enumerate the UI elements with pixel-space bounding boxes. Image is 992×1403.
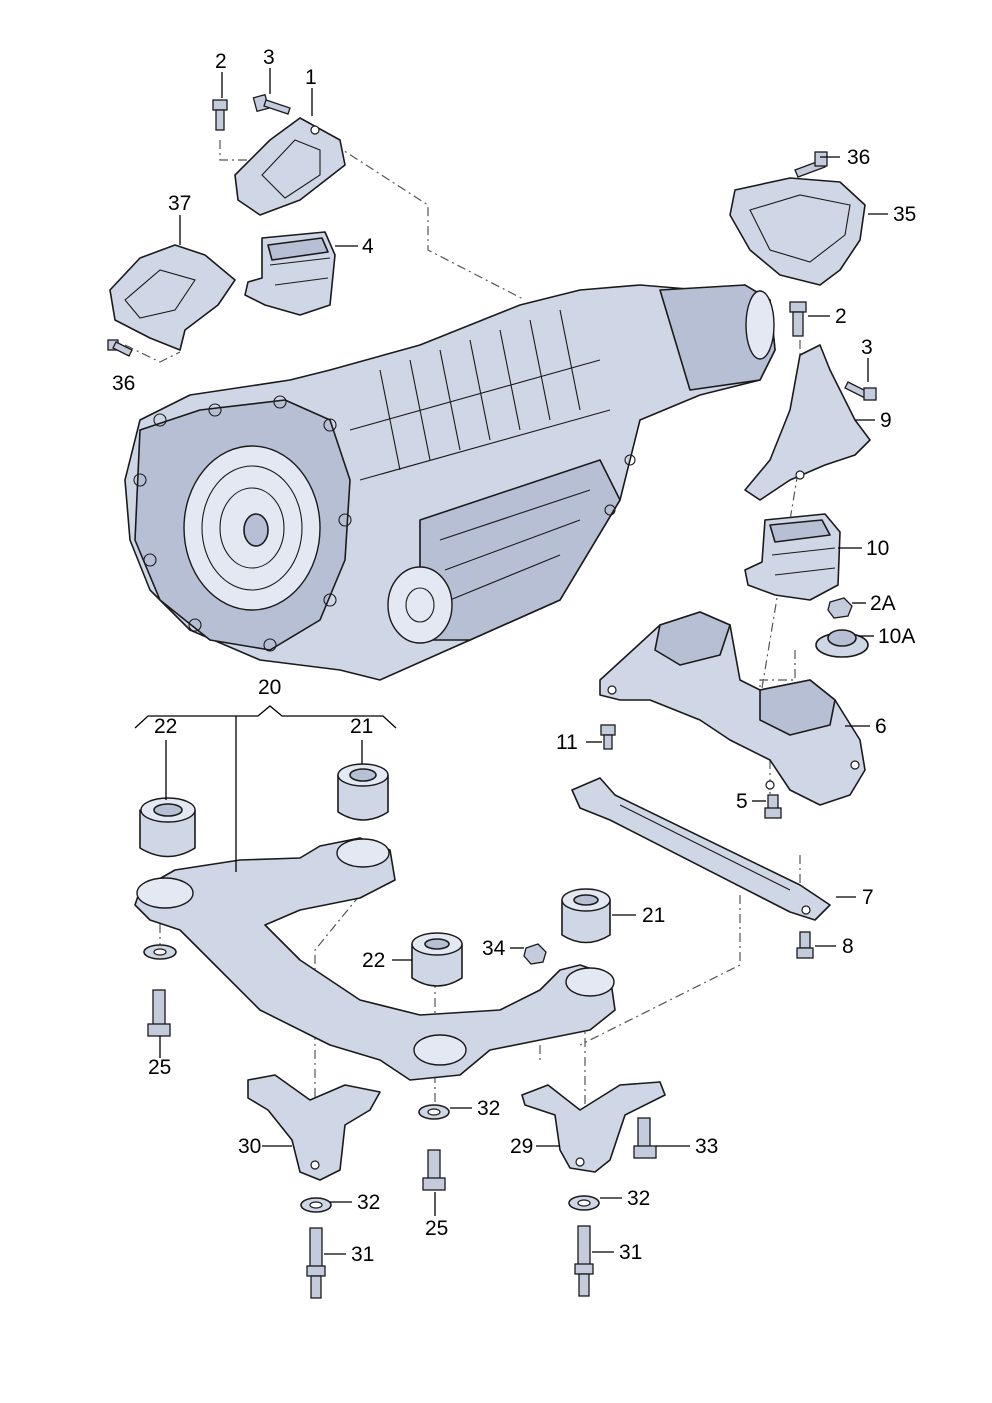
label-37: 37 (168, 192, 191, 215)
part-10-mount (744, 513, 841, 601)
label-34: 34 (482, 937, 506, 960)
part-20-subframe (134, 837, 616, 1081)
leader-lines (134, 68, 888, 1255)
label-33: 33 (695, 1135, 718, 1158)
part-30-bracket (247, 1074, 381, 1181)
bushing-22-mid (411, 932, 463, 987)
part-4-mount (244, 231, 336, 316)
transmission-assembly (124, 284, 776, 681)
label-6: 6 (875, 715, 887, 738)
nut-2A (827, 597, 853, 619)
label-21-top: 21 (350, 715, 373, 738)
bushing-22-top (139, 797, 196, 858)
label-31-right: 31 (619, 1241, 642, 1264)
washer-32-br (568, 1195, 600, 1211)
bolt-3-top (252, 93, 291, 115)
label-5: 5 (736, 790, 748, 813)
part-37-heat-shield (109, 244, 236, 351)
bushing-21-top (337, 763, 389, 821)
bolt-25-mid (422, 1149, 446, 1191)
label-21-mid: 21 (642, 904, 665, 927)
label-25-left: 25 (148, 1056, 171, 1079)
bolt-2-right (789, 301, 807, 337)
nut-34 (523, 943, 547, 965)
label-11: 11 (556, 731, 578, 754)
label-2A: 2A (870, 592, 896, 615)
label-10: 10 (866, 537, 889, 560)
part-1-bracket (234, 117, 346, 216)
label-32-mid: 32 (477, 1097, 500, 1120)
label-7: 7 (862, 886, 874, 909)
bolt-31-right (574, 1225, 594, 1297)
label-36-left: 36 (112, 372, 135, 395)
part-6-crossmember (599, 611, 866, 806)
label-25-mid: 25 (425, 1217, 448, 1240)
bolt-33 (633, 1117, 657, 1159)
label-31-left: 31 (351, 1243, 374, 1266)
bolt-31-left (306, 1227, 326, 1299)
label-4: 4 (362, 235, 374, 258)
washer-32-bl (300, 1197, 332, 1213)
label-2-right: 2 (835, 305, 847, 328)
bolt-3-right (844, 381, 877, 401)
label-20: 20 (258, 676, 281, 699)
label-35: 35 (893, 203, 916, 226)
bolt-25-left (147, 989, 171, 1037)
bolt-5 (764, 794, 782, 819)
label-30: 30 (238, 1135, 261, 1158)
label-10A: 10A (878, 625, 915, 648)
label-9: 9 (880, 409, 892, 432)
part-29-bracket (521, 1081, 666, 1173)
label-3-right: 3 (861, 336, 873, 359)
bolt-36-left (107, 339, 133, 357)
washer-32-mid (418, 1104, 450, 1120)
bolt-2-top (212, 99, 228, 131)
label-2-top: 2 (215, 50, 227, 73)
part-9-bracket (744, 344, 871, 501)
bushing-21-mid (561, 888, 611, 944)
washer-10A (815, 629, 869, 658)
part-7-strut (571, 777, 831, 921)
bolt-11 (600, 724, 616, 750)
label-32-bl: 32 (357, 1191, 380, 1214)
label-8: 8 (842, 935, 854, 958)
washer-left (143, 944, 177, 960)
bolt-36-right (794, 151, 828, 178)
label-3-top: 3 (263, 46, 275, 69)
label-22-mid: 22 (362, 949, 385, 972)
label-36-right: 36 (847, 146, 870, 169)
label-22-top: 22 (154, 715, 177, 738)
label-1: 1 (305, 66, 317, 89)
part-35-heat-shield (729, 177, 866, 286)
part-labels: 1 2 3 4 37 36 36 35 2 3 9 10 2A 10A 6 11… (112, 46, 916, 1266)
label-32-br: 32 (627, 1187, 650, 1210)
bolt-8 (796, 931, 814, 959)
label-29: 29 (510, 1135, 533, 1158)
